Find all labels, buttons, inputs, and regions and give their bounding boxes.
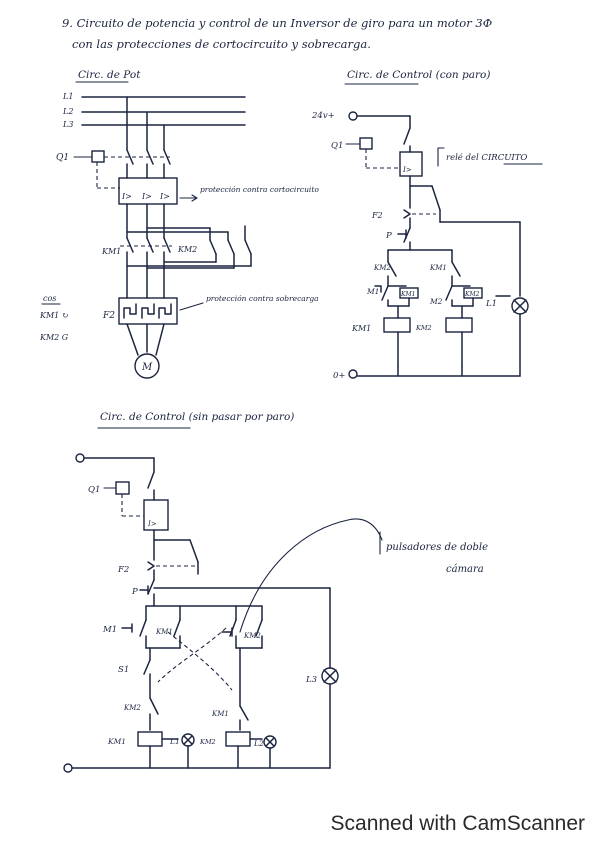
c1-km1-seal-label: KM1: [400, 291, 415, 298]
relay-note: relé del CIRCUITO: [446, 152, 527, 163]
control-circuit-2: Circ. de Control (sin pasar por paro) Q1…: [63, 411, 488, 773]
scanner-watermark: Scanned with CamScanner: [330, 812, 585, 835]
c1-q1-label: Q1: [331, 141, 343, 151]
power-km1-label: KM1: [101, 247, 121, 256]
c2-lamp3-label: L3: [305, 675, 317, 685]
control1-heading: Circ. de Control (con paro): [347, 69, 490, 81]
c1-km1-nc-label: KM1: [429, 264, 447, 272]
zero-terminal: [348, 369, 358, 379]
note-short-circuit: protección contra cortocircuito: [200, 185, 319, 194]
c2-km2-nc-label: KM2: [123, 704, 141, 712]
c1-m1-label: M1: [366, 287, 379, 296]
c2-zero-terminal: [63, 763, 73, 773]
control-circuit-1: Circ. de Control (con paro) 24v+ Q1 I> r…: [311, 69, 543, 381]
relay-mark: I>: [147, 520, 157, 528]
c2-lamp2-label: L2: [253, 739, 264, 748]
note-double-chamber-line2: cámara: [446, 564, 484, 575]
q1-actuator: [91, 150, 105, 163]
zero-label: 0+: [333, 371, 346, 381]
power-f2-label: F2: [102, 311, 115, 321]
power-q1-label: Q1: [56, 153, 69, 163]
c2-f2-label: F2: [117, 565, 129, 575]
relay-mark: I>: [402, 166, 412, 174]
line-label-l2: L2: [62, 107, 73, 116]
c2-km2-coil: [225, 731, 251, 747]
c1-km2-coil-label: KM2: [415, 324, 432, 332]
c1-lamp-label: L1: [485, 299, 497, 309]
c2-q1-label: Q1: [88, 485, 100, 495]
c2-lamp1-label: L1: [169, 737, 180, 746]
overload-block: [118, 297, 178, 325]
km1-direction: KM1 ↻: [39, 311, 69, 320]
c2-km2-coil-label: KM2: [199, 738, 216, 746]
c2-km1-coil-label: KM1: [107, 737, 126, 746]
c2-p-label: P: [131, 587, 138, 597]
motor-label: M: [141, 362, 153, 373]
c2-m1-label: M1: [102, 625, 117, 635]
c2-q1-actuator: [115, 481, 130, 495]
motor-symbol: [134, 353, 160, 379]
c1-km2-coil: [445, 317, 473, 333]
c2-km1-coil: [137, 731, 163, 747]
power-circuit: Circ. de Pot L1 L2 L3 Q1 I> I> I> protec…: [39, 69, 319, 379]
power-heading: Circ. de Pot: [78, 69, 141, 81]
title-line-2: con las protecciones de cortocircuito y …: [72, 37, 371, 51]
c1-km1-coil: [383, 317, 411, 333]
c1-relay: [399, 151, 423, 177]
supply-terminal: [348, 111, 358, 121]
line-label-l1: L1: [62, 92, 73, 101]
supply-label: 24v+: [311, 111, 335, 121]
relay-mark: I>: [159, 192, 170, 201]
power-km2-label: KM2: [177, 245, 197, 254]
c1-km2-nc-label: KM2: [373, 264, 391, 272]
c2-km1-seal-label: KM1: [155, 628, 173, 636]
note-double-chamber-line1: pulsadores de doble: [386, 542, 488, 553]
c2-km1-nc-label: KM1: [211, 710, 229, 718]
c1-q1-actuator: [359, 137, 373, 150]
control2-heading: Circ. de Control (sin pasar por paro): [100, 411, 294, 423]
line-label-l3: L3: [62, 120, 73, 129]
c2-relay: [143, 499, 169, 531]
relay-mark: I>: [121, 192, 132, 201]
c2-s1-label: S1: [118, 665, 129, 675]
c1-p-label: P: [385, 231, 392, 241]
c1-km1-coil-label: KM1: [351, 324, 371, 333]
c1-f2-label: F2: [371, 211, 383, 220]
c2-km2-seal-label: KM2: [243, 632, 261, 640]
c1-m2-label: M2: [429, 297, 443, 306]
cos-label: cos: [43, 294, 56, 303]
km2-direction: KM2 G: [39, 333, 69, 342]
relay-mark: I>: [141, 192, 152, 201]
c1-km2-seal-label: KM2: [464, 291, 480, 298]
short-circuit-block: [118, 177, 178, 205]
note-overload: protección contra sobrecarga: [206, 294, 319, 303]
c2-supply-terminal: [75, 453, 85, 463]
title-line-1: 9. Circuito de potencia y control de un …: [62, 16, 492, 30]
